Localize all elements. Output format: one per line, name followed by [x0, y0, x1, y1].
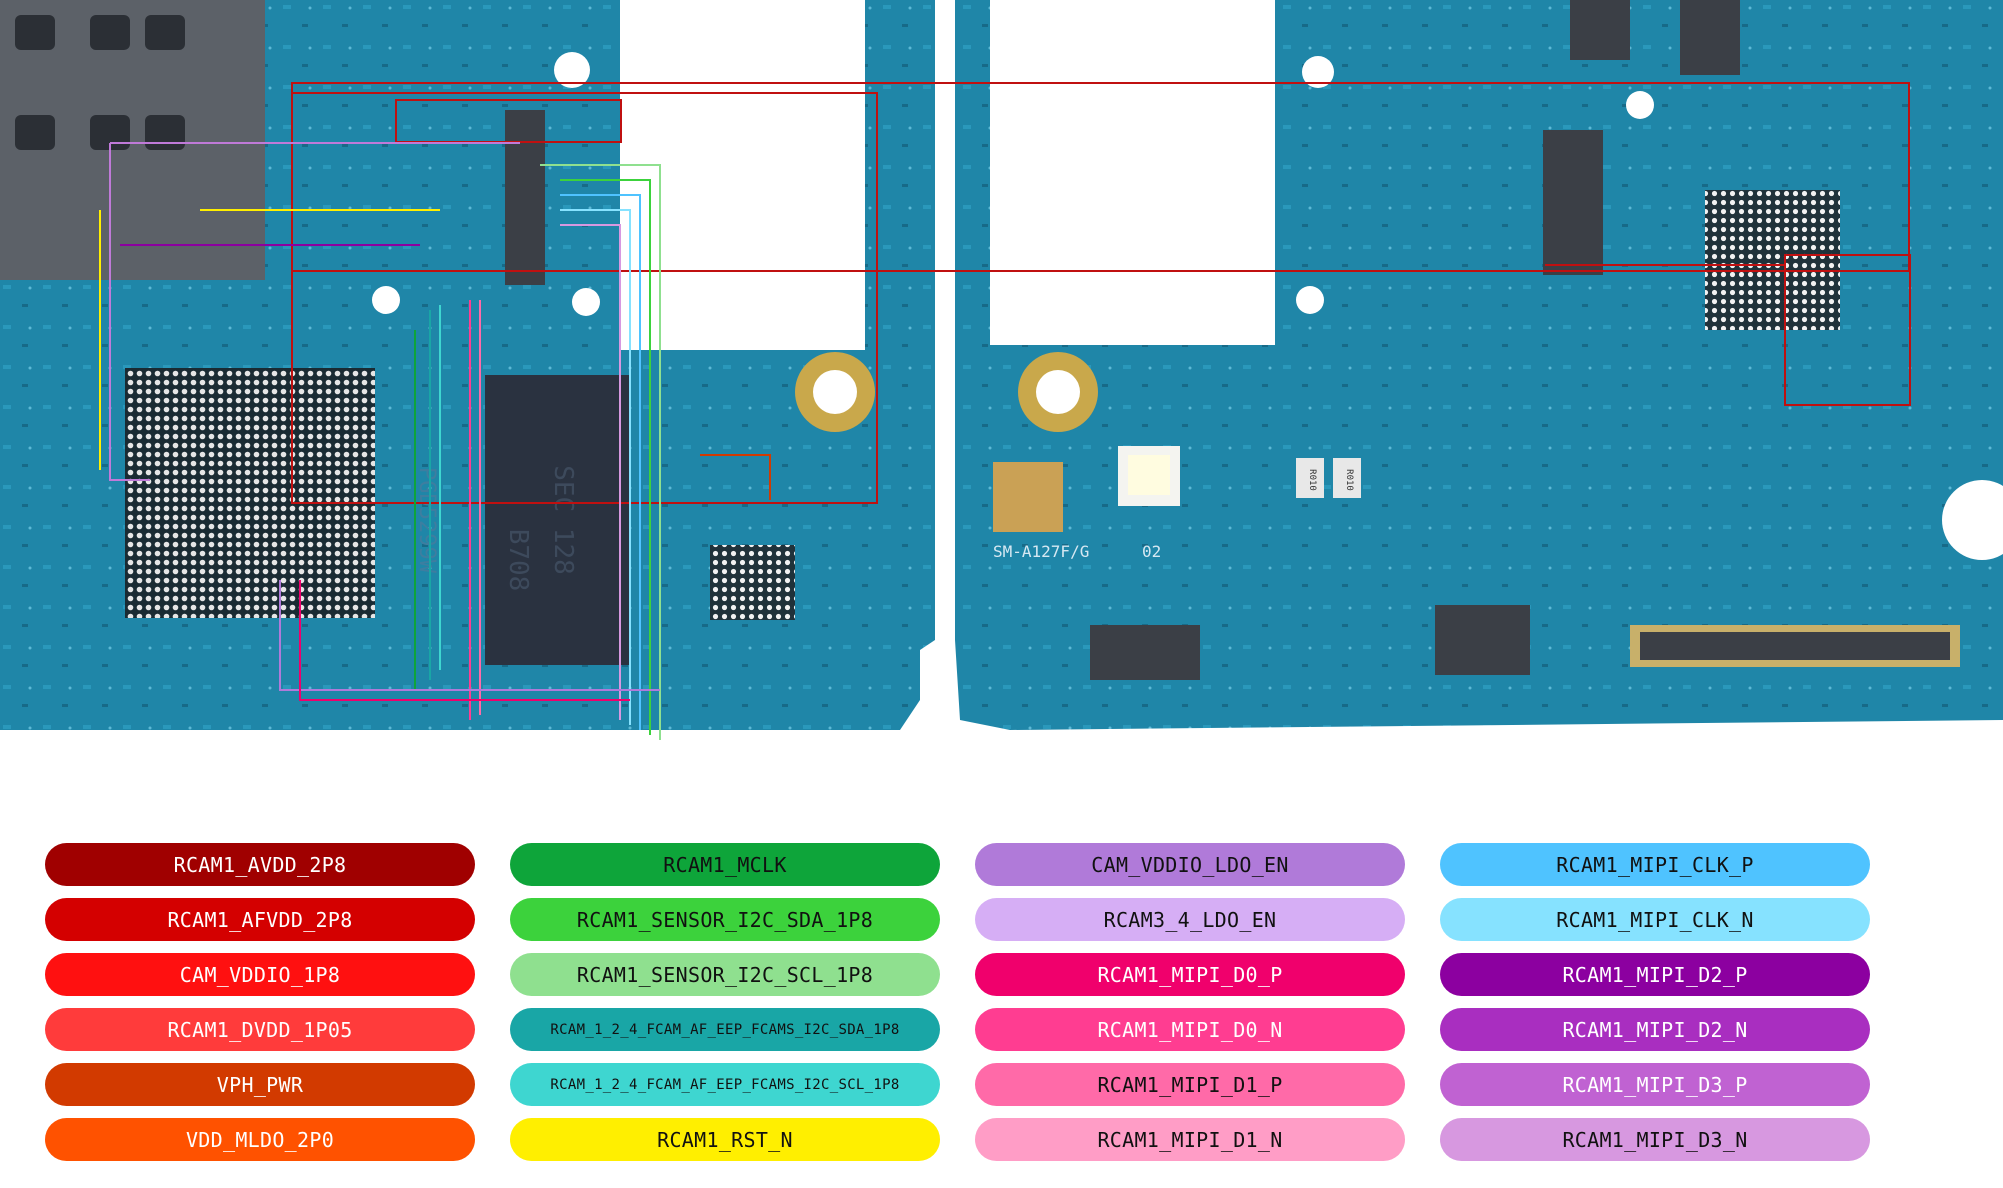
chip-marking-rotated: PGD5299W: [414, 467, 439, 574]
legend-item: RCAM1_MIPI_CLK_P: [1440, 843, 1870, 886]
legend-item: RCAM1_MCLK: [510, 843, 940, 886]
right-board-half: SM-A127F/G 02 R010 R010: [955, 0, 2003, 730]
legend-item: RCAM1_SENSOR_I2C_SDA_1P8: [510, 898, 940, 941]
memory-chip: [485, 375, 630, 665]
data-matrix-code: [993, 462, 1063, 532]
small-bga-chip: [710, 545, 795, 620]
left-board-half: SEC 128 B708 PGD5299W: [0, 0, 935, 730]
legend-item: RCAM1_MIPI_D0_P: [975, 953, 1405, 996]
legend-item: RCAM1_MIPI_CLK_N: [1440, 898, 1870, 941]
revision-label: 02: [1142, 542, 1161, 561]
legend-item: RCAM1_RST_N: [510, 1118, 940, 1161]
legend-item: RCAM1_SENSOR_I2C_SCL_1P8: [510, 953, 940, 996]
legend-item: RCAM1_DVDD_1P05: [45, 1008, 475, 1051]
legend-item: RCAM_1_2_4_FCAM_AF_EEP_FCAMS_I2C_SCL_1P8: [510, 1063, 940, 1106]
legend-item: RCAM1_MIPI_D3_N: [1440, 1118, 1870, 1161]
soc-bga-chip: [125, 368, 375, 618]
coil-label-1: R010: [1307, 469, 1317, 491]
legend-item: VDD_MLDO_2P0: [45, 1118, 475, 1161]
legend-item: CAM_VDDIO_1P8: [45, 953, 475, 996]
chip-marking-1: SEC 128: [548, 465, 578, 575]
legend-item: RCAM3_4_LDO_EN: [975, 898, 1405, 941]
coil-label-2: R010: [1344, 469, 1354, 491]
legend-item: RCAM1_MIPI_D2_N: [1440, 1008, 1870, 1051]
net-traces: [99, 82, 1911, 740]
camera-connector-left: [505, 110, 545, 285]
legend-item: RCAM1_MIPI_D0_N: [975, 1008, 1405, 1051]
legend-item: RCAM1_MIPI_D3_P: [1440, 1063, 1870, 1106]
legend-item: RCAM1_AVDD_2P8: [45, 843, 475, 886]
pcb-board-photo: SEC 128 B708 PGD5299W: [0, 0, 2003, 740]
legend-item: RCAM1_AFVDD_2P8: [45, 898, 475, 941]
right-bga-chip: [1705, 190, 1840, 330]
model-label: SM-A127F/G: [993, 542, 1089, 561]
legend-item: CAM_VDDIO_LDO_EN: [975, 843, 1405, 886]
legend-item: RCAM1_MIPI_D1_N: [975, 1118, 1405, 1161]
legend-item: RCAM1_MIPI_D2_P: [1440, 953, 1870, 996]
legend-item: RCAM_1_2_4_FCAM_AF_EEP_FCAMS_I2C_SDA_1P8: [510, 1008, 940, 1051]
legend-item: VPH_PWR: [45, 1063, 475, 1106]
chip-marking-2: B708: [503, 529, 533, 592]
legend-item: RCAM1_MIPI_D1_P: [975, 1063, 1405, 1106]
connector-small: [1435, 605, 1530, 675]
